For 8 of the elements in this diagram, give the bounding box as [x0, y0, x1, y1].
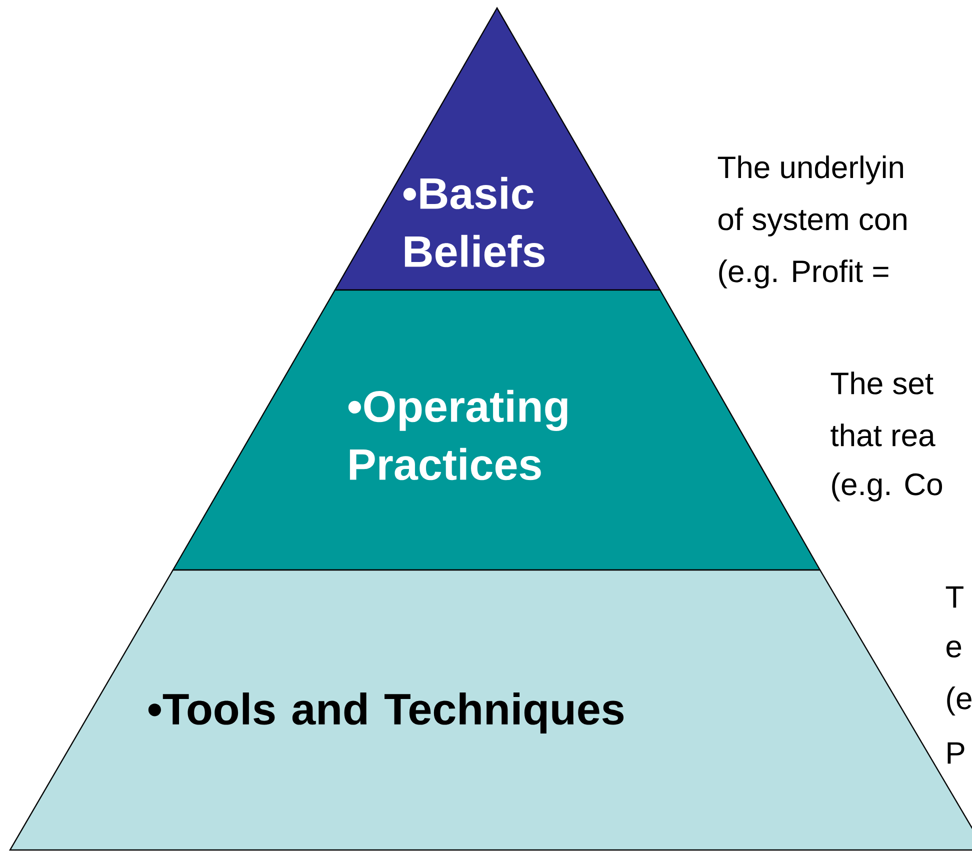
- description-text: of system con: [718, 208, 906, 236]
- description-text: T: [946, 586, 964, 608]
- description-text: (e.g. Profit =: [719, 260, 888, 288]
- description-text: P: [948, 742, 964, 764]
- description-text: (e.g. Co: [832, 472, 942, 502]
- description-text: The underlyin: [718, 156, 903, 184]
- description-text: e: [946, 640, 962, 658]
- description-text: (e: [947, 686, 972, 716]
